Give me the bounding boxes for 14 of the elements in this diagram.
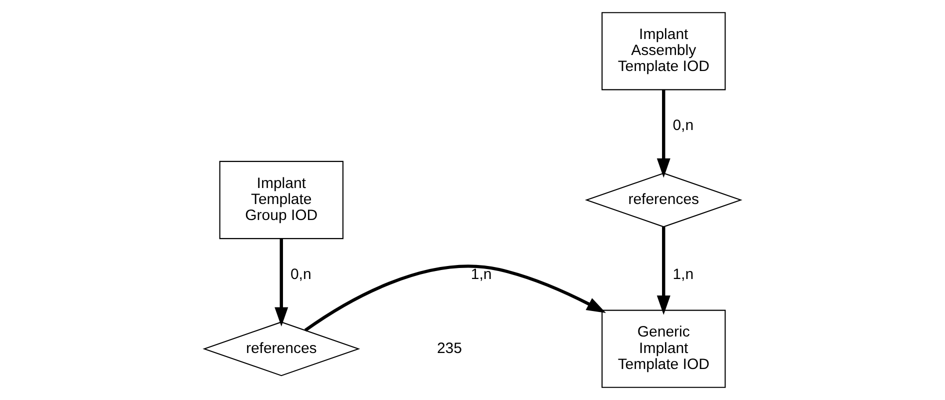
node-diamond: references [202,322,360,376]
edge-label: 1,n [672,266,694,283]
node-diamond: references [584,172,742,228]
label: 235 [436,340,462,357]
node-box: Implant Template Group IOD [219,160,344,240]
arrow [274,238,288,327]
edge-label: 0,n [290,266,312,283]
edge-label: 0,n [672,117,694,134]
arrow [656,90,670,178]
arrow [304,264,606,332]
node-box: Generic Implant Template IOD [602,310,726,388]
node-box: Implant Assembly Template IOD [602,12,726,90]
arrow [656,226,670,315]
edge-label: 1,n [470,266,492,283]
